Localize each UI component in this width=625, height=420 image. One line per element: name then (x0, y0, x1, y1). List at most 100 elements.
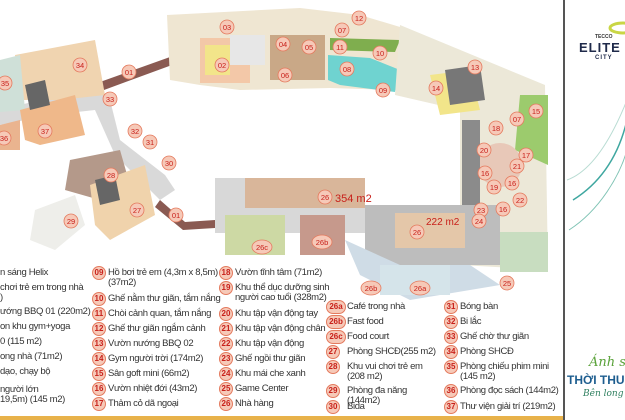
marker-label: 28 (107, 171, 115, 180)
walkways (0, 90, 175, 200)
marker-label: 16 (481, 169, 489, 178)
marker-label: 18 (492, 124, 500, 133)
marker-circle (0, 75, 13, 91)
marker-label: 26 (321, 193, 329, 202)
legend-partial-text: 0 (115 m2) (0, 336, 42, 347)
marker-circle (129, 202, 145, 218)
map-marker-02: 02 (214, 57, 230, 73)
marker-circle (37, 123, 53, 139)
map-marker-32: 32 (127, 123, 143, 139)
legend-number-badge: 21 (219, 322, 233, 336)
marker-label: 14 (432, 84, 440, 93)
marker-label: 29 (67, 217, 75, 226)
legend-item-label: Vườn nướng BBQ 02 (108, 338, 194, 349)
marker-circle (477, 165, 493, 181)
legend-partial-text: on khu gym+yoga (0, 321, 71, 332)
marker-label: 06 (281, 71, 289, 80)
legend-partial-text: chơi trẻ em trong nhà (0, 282, 84, 293)
legend-number-badge: 12 (92, 322, 106, 336)
marker-label: 23 (477, 206, 485, 215)
logo-name: ELITE (579, 40, 621, 55)
legend-number-badge: 24 (219, 367, 233, 381)
marker-circle (409, 280, 431, 296)
map-marker-14: 14 (428, 80, 444, 96)
marker-label: 26a (414, 284, 427, 293)
marker-label: 11 (336, 43, 344, 52)
legend-number-badge: 29 (326, 384, 340, 398)
marker-label: 20 (480, 146, 488, 155)
marker-label: 24 (475, 217, 483, 226)
marker-circle (102, 91, 118, 107)
legend-number-badge: 13 (92, 337, 106, 351)
map-marker-25: 25 (499, 275, 515, 291)
map-marker-10: 10 (372, 45, 388, 61)
map-marker-01: 01 (168, 207, 184, 223)
marker-label: 16 (508, 179, 516, 188)
marker-circle (372, 45, 388, 61)
marker-circle (486, 179, 502, 195)
marker-circle (219, 19, 235, 35)
marker-circle (277, 67, 293, 83)
legend-item-label: Food court (347, 331, 389, 342)
marker-label: 26b (316, 238, 329, 247)
legend-number-badge: 26c (326, 330, 346, 344)
marker-circle (168, 207, 184, 223)
marker-label: 26 (413, 228, 421, 237)
area-label-222: 222 m2 (426, 217, 460, 228)
marker-circle (161, 155, 177, 171)
legend-item-label: Hồ bơi trẻ em (4,3m x 8,5m) (108, 267, 218, 278)
marker-circle (339, 61, 355, 77)
marker-label: 22 (516, 196, 524, 205)
marker-circle (495, 201, 511, 217)
legend-number-badge: 16 (92, 382, 106, 396)
map-marker-26: 26 (409, 224, 425, 240)
map-marker-16: 16 (495, 201, 511, 217)
marker-circle (518, 147, 534, 163)
marker-label: 37 (41, 127, 49, 136)
marker-circle (528, 103, 544, 119)
map-marker-06: 06 (277, 67, 293, 83)
marker-circle (360, 280, 382, 296)
wave-line (568, 154, 625, 231)
marker-circle (275, 36, 291, 52)
map-marker-11: 11 (332, 39, 348, 55)
legend-number-badge: 37 (444, 400, 458, 414)
marker-circle (467, 59, 483, 75)
legend-number-badge: 26 (219, 397, 233, 411)
marker-label: 17 (522, 151, 530, 160)
marker-circle (63, 213, 79, 229)
legend-number-badge: 17 (92, 397, 106, 411)
map-marker-07: 07 (509, 111, 525, 127)
legend-item-label: Phòng SHCĐ (460, 346, 514, 357)
map-marker-18: 18 (488, 120, 504, 136)
marker-label: 03 (223, 23, 231, 32)
legend-item-label-cont: (144m2) (347, 395, 380, 406)
map-marker-04: 04 (275, 36, 291, 52)
marker-label: 27 (133, 206, 141, 215)
legend-item-label: Khu thể dục dưỡng sinh (235, 282, 330, 293)
legend-partial-text: n sáng Helix (0, 267, 49, 278)
marker-circle (103, 167, 119, 183)
map-marker-26b: 26b (360, 280, 382, 296)
marker-label: 36 (0, 134, 8, 143)
legend-item-label-cont: (208 m2) (347, 371, 383, 382)
map-marker-26: 26 (317, 189, 333, 205)
map-marker-12: 12 (351, 10, 367, 26)
marker-label: 26b (365, 284, 378, 293)
legend-item-label: Ghế nằm thư giãn, tắm nắng (108, 293, 221, 304)
legend-number-badge: 32 (444, 315, 458, 329)
marker-circle (476, 142, 492, 158)
marker-circle (375, 82, 391, 98)
legend-partial-text: dạo, chạy bộ (0, 366, 51, 377)
legend-item-label: Khu tập vận động chân (235, 323, 326, 334)
legend-item-label: Thư viện giải trí (219m2) (460, 401, 556, 412)
headline-text: THỜI THUỢ (567, 373, 625, 387)
legend-item-label: Chòi cảnh quan, tắm nắng (108, 308, 212, 319)
marker-label: 21 (513, 162, 521, 171)
marker-label: 26c (256, 243, 268, 252)
map-marker-05: 05 (301, 39, 317, 55)
marker-circle (214, 57, 230, 73)
map-marker-09: 09 (375, 82, 391, 98)
